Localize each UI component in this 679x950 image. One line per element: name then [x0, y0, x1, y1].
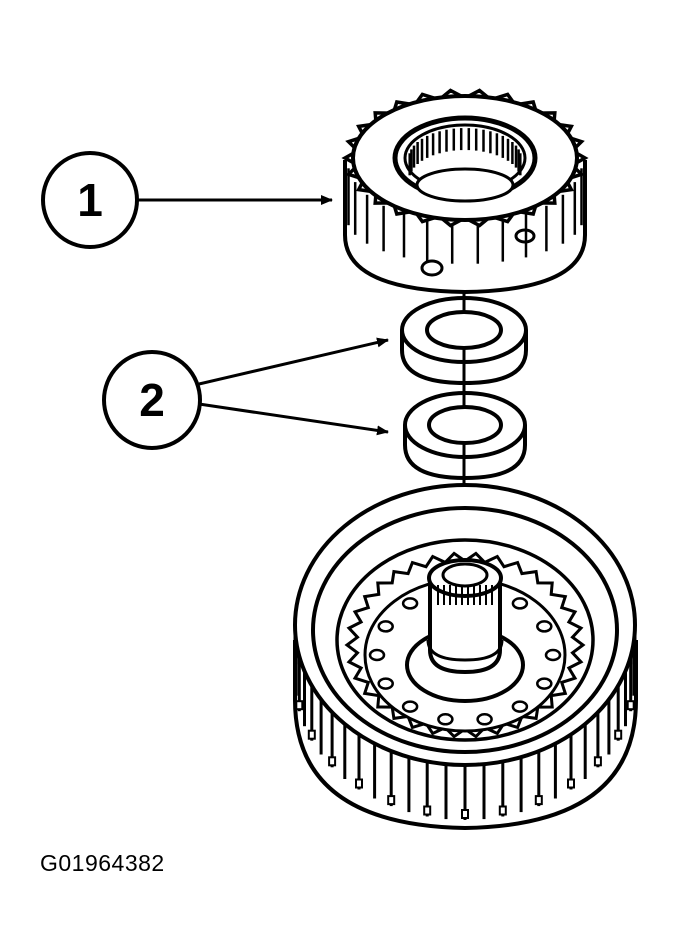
- carrier-hole: [401, 700, 419, 713]
- drum-slot: [567, 778, 575, 789]
- carrier-hole: [368, 648, 386, 662]
- carrier-hole: [536, 620, 553, 633]
- drum-slot: [328, 756, 337, 767]
- carrier-hole: [544, 648, 562, 662]
- callout-2-leader-lower: [198, 402, 389, 436]
- lower-drum: [293, 483, 638, 831]
- upper-gear-grooves: [347, 168, 583, 264]
- carrier-hole: [511, 597, 529, 610]
- carrier-hole: [437, 713, 454, 726]
- carrier-hole: [401, 597, 419, 610]
- drum-slot: [614, 729, 623, 740]
- carrier-hole: [536, 677, 553, 690]
- callout-2-label: 2: [139, 374, 165, 426]
- drum-slot: [423, 805, 432, 816]
- carrier-hole: [511, 700, 529, 713]
- figure-id: G01964382: [40, 850, 165, 876]
- drum-slot: [626, 700, 635, 711]
- drum-slot: [461, 809, 469, 819]
- carrier-hole: [377, 677, 394, 690]
- needle-bearing: [408, 128, 522, 176]
- drum-slot: [355, 778, 363, 789]
- drum-slot: [498, 805, 507, 816]
- drum-slot: [534, 795, 543, 806]
- carrier-hole: [476, 713, 493, 726]
- callout-1-label: 1: [77, 174, 103, 226]
- ring-gear-teeth: [344, 551, 586, 739]
- carrier-hole: [377, 620, 394, 633]
- upper-gear: [341, 88, 589, 295]
- callout-1: 1: [41, 151, 333, 249]
- shaft-splines: [437, 585, 493, 605]
- callout-2: 2: [102, 337, 389, 450]
- callout-2-leader-upper: [198, 337, 389, 386]
- drum-slot: [593, 756, 602, 767]
- drum-slot: [295, 700, 304, 711]
- drum-slot: [387, 795, 396, 806]
- drum-slot: [307, 729, 316, 740]
